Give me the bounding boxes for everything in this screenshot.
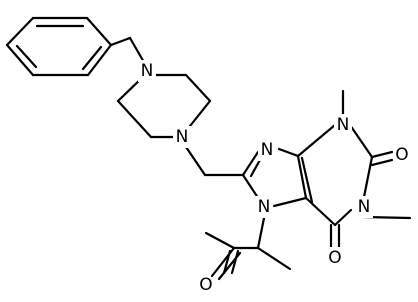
svg-text:N: N bbox=[261, 140, 274, 160]
atom-label-n-piperazine-top: N bbox=[138, 60, 156, 82]
pyrimidine-ring bbox=[296, 123, 374, 227]
oxobutyl-substituent bbox=[204, 216, 292, 275]
atom-label-o-c2: O bbox=[393, 144, 411, 166]
carbonyl-c2 bbox=[370, 150, 394, 167]
atom-label-n3: N bbox=[334, 114, 352, 136]
methylene-linker bbox=[184, 145, 245, 177]
atom-label-o-c6: O bbox=[326, 247, 344, 269]
benzene-ring bbox=[5, 16, 113, 77]
carbonyl-c6 bbox=[329, 223, 341, 249]
svg-text:O: O bbox=[395, 145, 408, 165]
atom-label-o-ketone: O bbox=[197, 274, 215, 296]
svg-text:N: N bbox=[358, 197, 371, 217]
atom-label-n-piperazine-bottom: N bbox=[173, 126, 191, 148]
svg-text:O: O bbox=[328, 248, 341, 268]
atom-label-n1: N bbox=[355, 196, 373, 218]
svg-text:N: N bbox=[337, 115, 350, 135]
svg-text:N: N bbox=[141, 61, 154, 81]
piperazine-ring bbox=[116, 73, 212, 139]
atom-label-n9: N bbox=[258, 139, 276, 161]
atom-label-n7: N bbox=[255, 196, 273, 218]
ketone-carbonyl-bonds bbox=[210, 246, 242, 281]
svg-text:O: O bbox=[199, 275, 212, 295]
svg-text:N: N bbox=[176, 127, 189, 147]
benzyl-linker bbox=[109, 36, 147, 66]
svg-text:N: N bbox=[258, 197, 271, 217]
